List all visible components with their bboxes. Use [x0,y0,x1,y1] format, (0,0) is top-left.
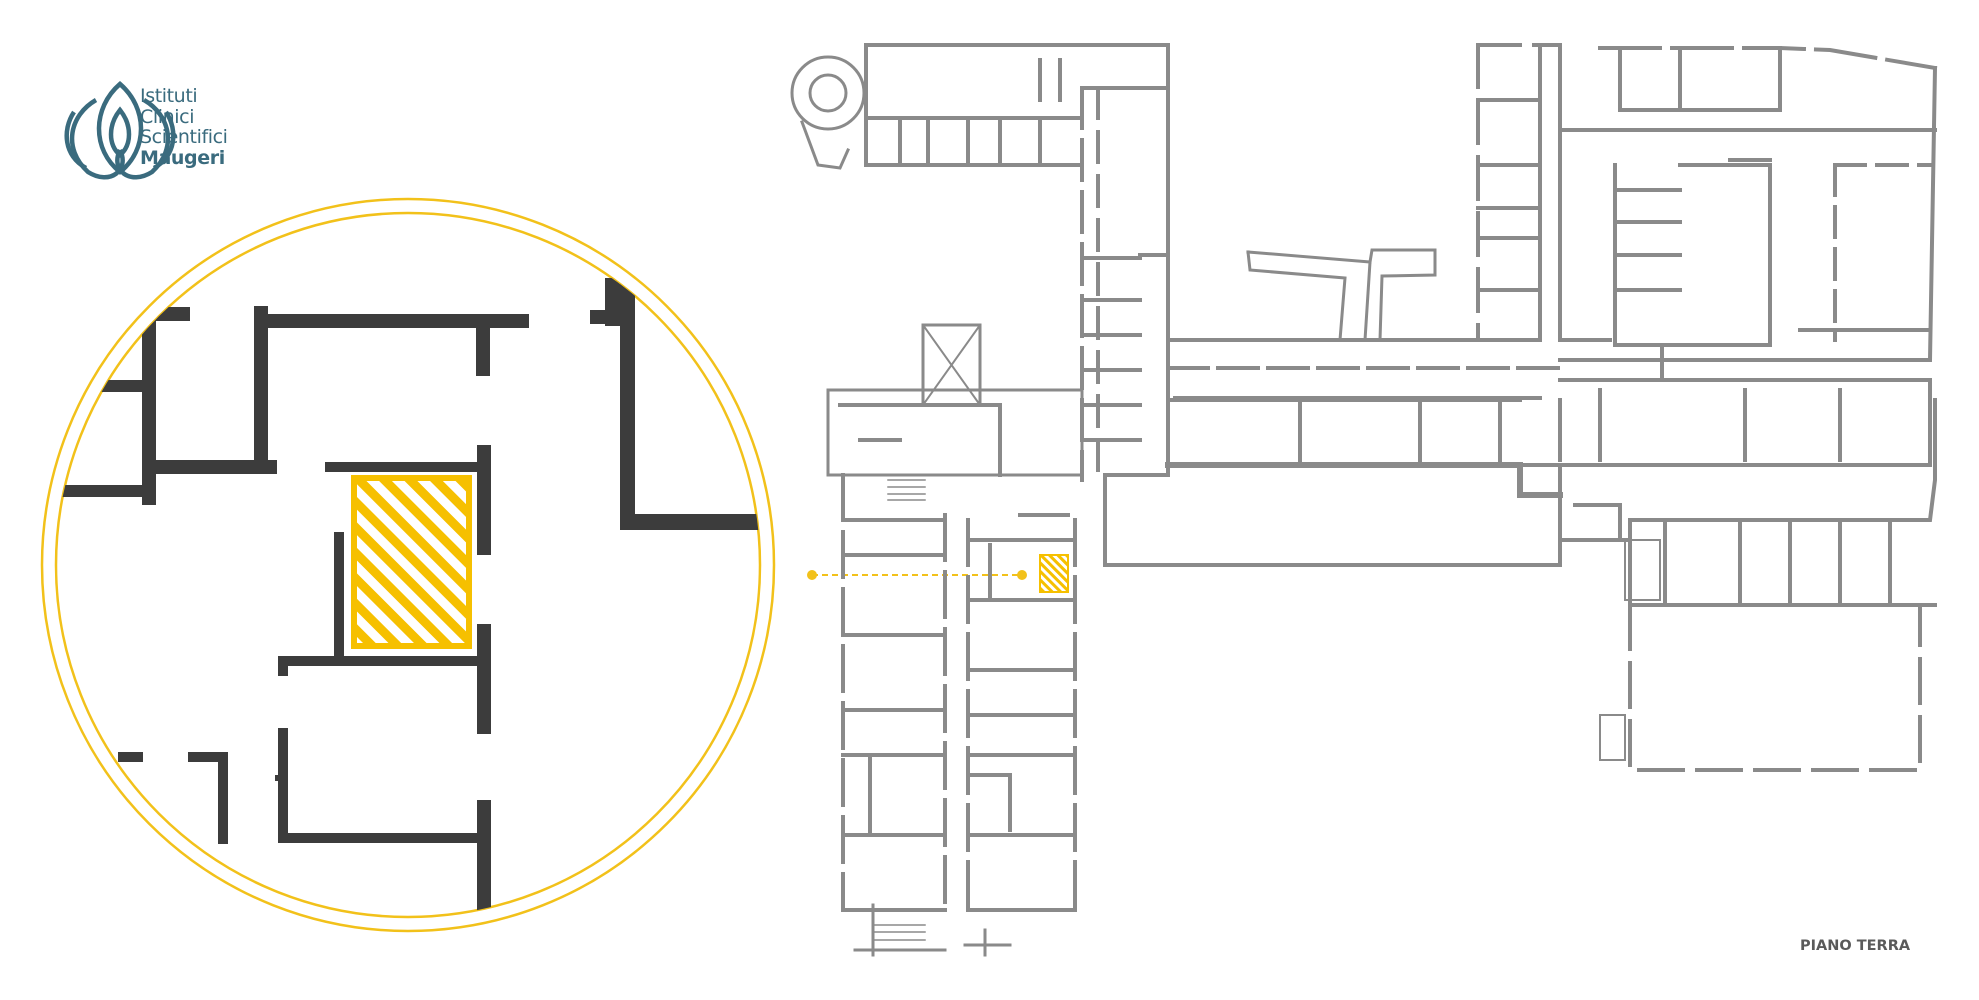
zoom-inset [40,197,776,933]
highlighted-room-zoom[interactable] [351,475,472,649]
floor-label: PIANO TERRA [1800,938,1911,954]
maugeri-logo-icon [64,81,176,180]
brand-line-2: Clinici [140,105,195,128]
highlighted-room-plan[interactable] [1039,554,1069,593]
zoom-connector [807,570,1027,580]
brand-name: Istituti Clinici Scientifici Maugeri [140,86,228,169]
zoom-ring-outer [40,197,776,933]
brand-line-4: Maugeri [140,146,225,169]
brand-line-3: Scientifici [140,126,228,148]
brand-line-1: Istituti [140,86,198,107]
floor-plan [790,43,1938,957]
